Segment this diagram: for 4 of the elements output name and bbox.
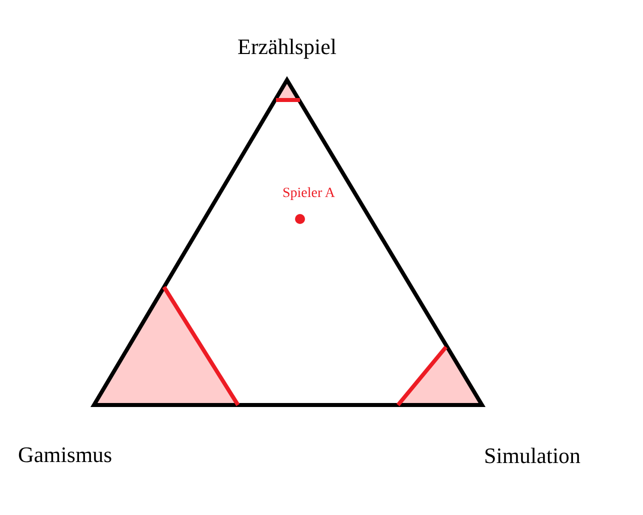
- vertex-label: Erzählspiel: [238, 36, 336, 58]
- vertex-label: Simulation: [484, 445, 581, 467]
- point-label: Spieler A: [282, 187, 335, 201]
- vertex-label: Gamismus: [18, 444, 112, 466]
